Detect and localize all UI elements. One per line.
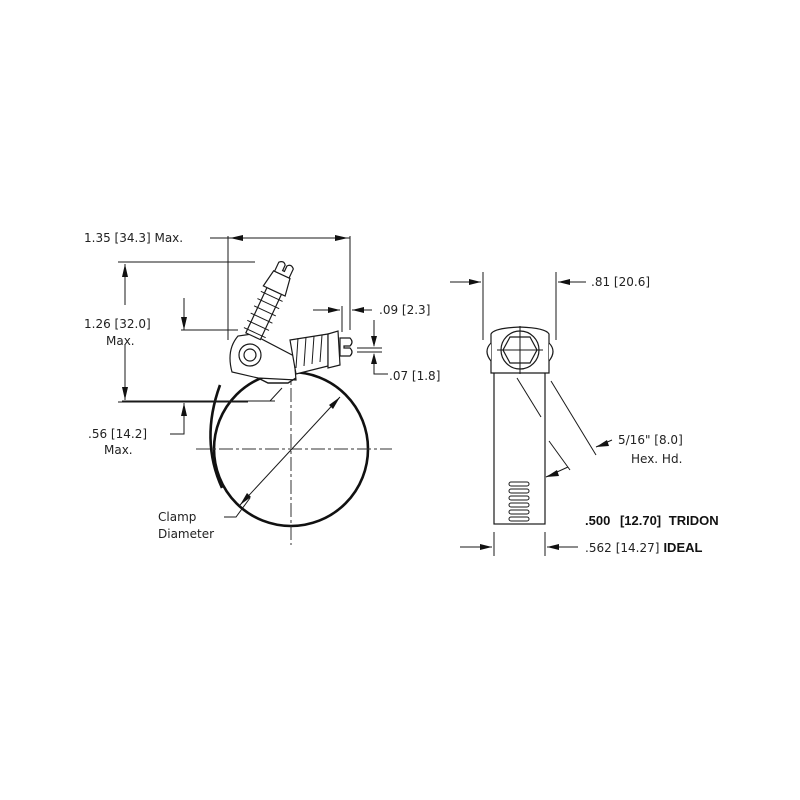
diameter-leader xyxy=(224,497,251,518)
housing-width-arrow-right xyxy=(558,279,570,285)
gap-arrow-top xyxy=(371,336,377,347)
end-view: 5/16" [8.0] Hex. Hd. .81 [20.6] .500 [12… xyxy=(450,272,719,556)
band-strip xyxy=(493,370,546,525)
band-tail xyxy=(209,384,224,489)
band-width-arrow-right xyxy=(547,544,559,550)
band-width-arrow-left xyxy=(480,544,492,550)
offset-arrow-bottom xyxy=(181,403,187,416)
housing-offset-suffix: Max. xyxy=(104,443,133,457)
screw-gap-label: .07 [1.8] xyxy=(389,369,440,383)
hex-arrow-2 xyxy=(546,470,559,477)
housing-offset-label: .56 [14.2] xyxy=(88,427,147,441)
hex-ext-2 xyxy=(550,380,597,456)
band-width-ideal-label: .562 [14.27] IDEAL xyxy=(585,539,702,556)
offset-arrow-top xyxy=(181,317,187,330)
overall-width-label: 1.35 [34.3] Max. xyxy=(84,231,183,245)
housing-width-label: .81 [20.6] xyxy=(591,275,650,289)
diameter-arrow-top xyxy=(329,397,340,409)
band-width-tridon-label: .500 [12.70] TRIDON xyxy=(585,513,719,528)
housing-ear-left xyxy=(486,342,492,362)
housing-foot xyxy=(257,377,297,384)
hex-head-label: 5/16" [8.0] xyxy=(618,433,683,447)
offset-housing-leader xyxy=(240,387,283,402)
height-arrow-top xyxy=(122,264,128,277)
hex-head-label-2: Hex. Hd. xyxy=(631,452,682,466)
band-perforations xyxy=(508,481,530,522)
overall-height-suffix: Max. xyxy=(106,334,135,348)
diameter-arrow-bottom xyxy=(240,493,251,505)
closed-screw xyxy=(289,330,353,375)
offset-dim-bottom xyxy=(170,403,185,435)
hex-ext-1 xyxy=(516,377,542,418)
side-view: 1.35 [34.3] Max. 1.26 [32.0] Max. .56 [1… xyxy=(84,231,440,545)
diameter-line xyxy=(239,396,341,506)
housing-width-arrow-left xyxy=(469,279,481,285)
screw-projection-label: .09 [2.3] xyxy=(379,303,430,317)
pivot-inner xyxy=(243,348,257,362)
hex-dim-line xyxy=(595,439,613,448)
housing-ear-right xyxy=(548,342,554,362)
clamp-diameter-label-2: Diameter xyxy=(158,527,214,541)
projection-arrow-left xyxy=(328,307,340,313)
width-arrow-left xyxy=(230,235,243,241)
gap-arrow-bottom xyxy=(371,353,377,364)
height-arrow-bottom xyxy=(122,387,128,400)
width-arrow-right xyxy=(335,235,348,241)
projection-arrow-right xyxy=(352,307,364,313)
clamp-diameter-label-1: Clamp xyxy=(158,510,196,524)
raised-screw xyxy=(243,261,294,341)
hex-ext-3 xyxy=(548,440,571,471)
overall-height-label: 1.26 [32.0] xyxy=(84,317,151,331)
